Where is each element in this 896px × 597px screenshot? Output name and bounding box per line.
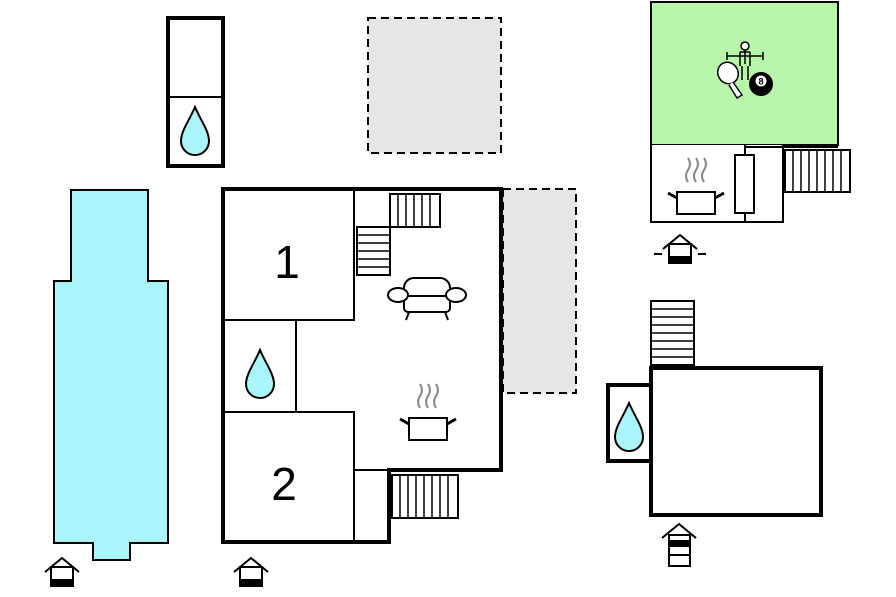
room-label-1: 1 <box>274 236 300 288</box>
svg-text:8: 8 <box>758 76 763 86</box>
table-tennis-icon <box>716 61 744 100</box>
table-football-icon <box>726 41 764 80</box>
entrance-icon <box>44 557 80 587</box>
swimming-pool <box>53 189 169 561</box>
room-label-2: 2 <box>271 458 297 510</box>
stairs-icon <box>356 193 441 276</box>
stairs-icon <box>650 300 695 366</box>
entrance-icon <box>233 557 269 587</box>
terrace-side <box>502 188 577 394</box>
sofa-icon <box>387 277 467 321</box>
bedroom-2-walls <box>223 411 355 542</box>
summer-kitchen <box>650 145 784 223</box>
terrace-top <box>367 17 502 154</box>
entrance-icon <box>661 522 697 567</box>
bedroom-1-walls <box>223 189 355 321</box>
billiard-ball-icon: 8 <box>749 72 773 96</box>
stairs-icon <box>784 149 851 193</box>
stairs-icon <box>391 474 459 519</box>
entrance-icon <box>654 234 706 264</box>
kitchen-counter <box>734 154 755 214</box>
annex <box>649 366 823 517</box>
games-room <box>650 1 839 146</box>
